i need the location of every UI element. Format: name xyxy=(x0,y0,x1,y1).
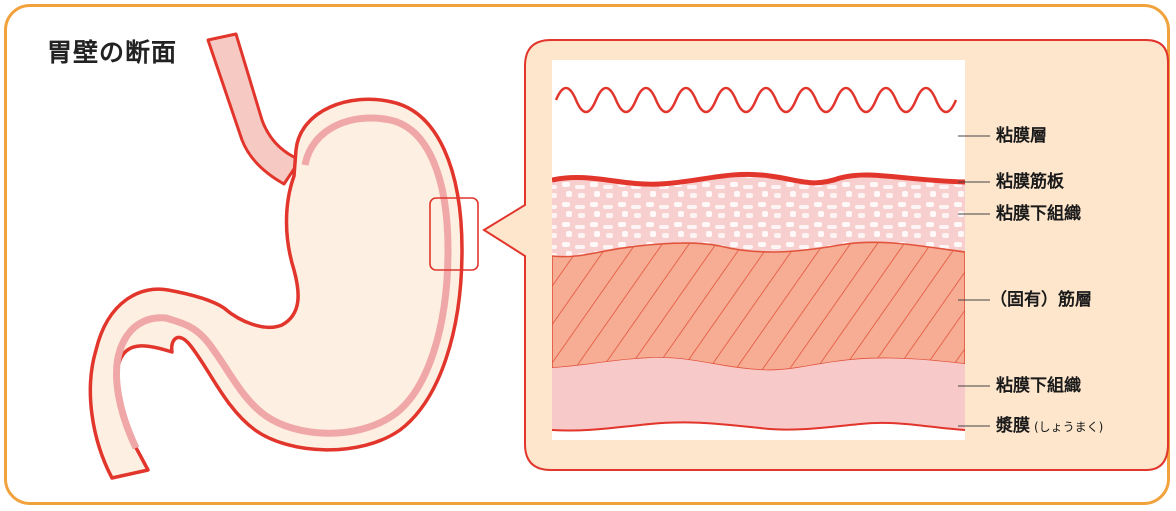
label-serosa: 漿膜 (しょうまく) xyxy=(996,416,1103,437)
serosa-reading: (しょうまく) xyxy=(1034,420,1103,434)
label-submucosa-lower: 粘膜下組織 xyxy=(996,376,1081,396)
label-mucosa: 粘膜層 xyxy=(996,126,1047,146)
wall-layers xyxy=(552,60,965,440)
label-muscularis-propria: （固有）筋層 xyxy=(990,290,1092,310)
label-submucosa-upper: 粘膜下組織 xyxy=(996,204,1081,224)
serosa-name: 漿膜 xyxy=(996,416,1030,436)
stomach-illustration xyxy=(90,34,478,478)
label-muscularis-mucosae: 粘膜筋板 xyxy=(996,172,1064,192)
